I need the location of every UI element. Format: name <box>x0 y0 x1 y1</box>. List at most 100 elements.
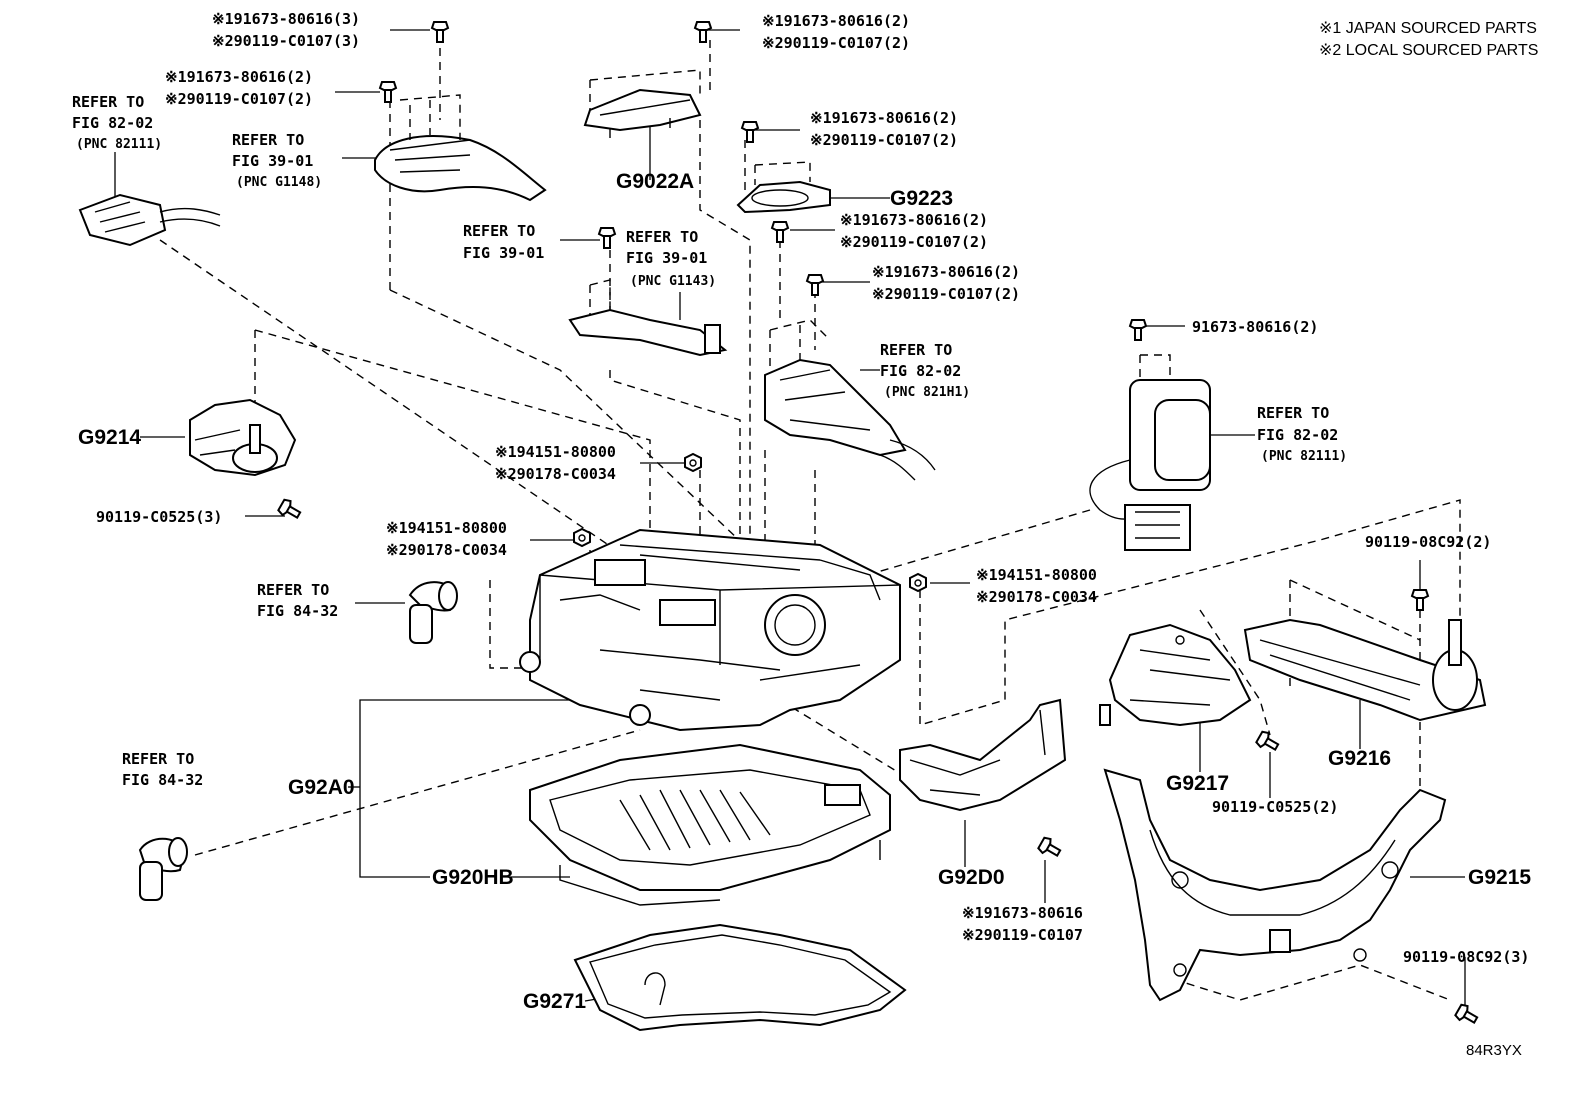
part-label-g9217: G9217 <box>1166 772 1229 795</box>
support-bar-g9216 <box>1243 618 1487 722</box>
gasket-g9271 <box>573 923 907 1032</box>
part-label-g9223: G9223 <box>890 187 953 210</box>
refer-to-figure: FIG 82-02 <box>880 362 961 380</box>
bolt-callout: ※290119-C0107(3) <box>212 32 360 50</box>
bracket-g9022a <box>583 69 702 138</box>
leader-lines <box>114 29 1466 1005</box>
bolt-callout: ※191673-80616(2) <box>810 109 958 127</box>
refer-to-figure: FIG 84-32 <box>257 602 338 620</box>
part-label-g92d0: G92D0 <box>938 866 1005 889</box>
plate-g9223 <box>736 161 831 214</box>
bolt-icon <box>1410 589 1430 611</box>
legend-local-sourced: ※2 LOCAL SOURCED PARTS <box>1319 42 1538 59</box>
inverter-assembly-g92a0 <box>519 528 901 732</box>
refer-to-pnc: (PNC G1148) <box>236 175 322 190</box>
bolt-icon <box>1255 730 1280 751</box>
bolt-callout: ※191673-80616(2) <box>872 263 1020 281</box>
reference-callouts: REFER TO FIG 82-02 (PNC 82111) REFER TO … <box>72 93 1347 789</box>
mount-g9217 <box>1099 623 1252 727</box>
refer-to-figure: FIG 82-02 <box>72 114 153 132</box>
bolt-callout: 90119-C0525(2) <box>1212 798 1338 816</box>
nut-callout: ※194151-80800 <box>386 519 507 537</box>
refer-to-figure: FIG 39-01 <box>232 152 313 170</box>
nut-icon <box>684 452 702 473</box>
bolt-callout: ※290119-C0107(2) <box>762 34 910 52</box>
bolt-icon <box>430 21 450 43</box>
bolt-callout: ※191673-80616 <box>962 904 1083 922</box>
part-label-g9214: G9214 <box>78 426 141 449</box>
bracket-g92d0 <box>899 698 1067 812</box>
nut-callout: ※290178-C0034 <box>976 588 1097 606</box>
bolt-icon <box>1128 319 1148 341</box>
bolt-icon <box>740 121 760 143</box>
bolt-icon <box>693 21 713 43</box>
bolt-icon <box>1454 1003 1479 1024</box>
nut-icon <box>909 572 927 593</box>
refer-to-label: REFER TO <box>1257 404 1329 422</box>
bracket-g1143 <box>568 279 728 357</box>
refer-to-pnc: (PNC 821H1) <box>884 385 970 400</box>
bolt-callout: ※191673-80616(2) <box>840 211 988 229</box>
bolt-callout: ※191673-80616(2) <box>165 68 313 86</box>
bolt-callout: ※191673-80616(2) <box>762 12 910 30</box>
refer-to-pnc: (PNC G1143) <box>630 274 716 289</box>
bolt-callout: ※290119-C0107 <box>962 926 1083 944</box>
bolt-callout: ※290119-C0107(2) <box>872 285 1020 303</box>
legend-japan-sourced: ※1 JAPAN SOURCED PARTS <box>1319 20 1537 37</box>
bolt-callout: ※191673-80616(3) <box>212 10 360 28</box>
bolt-icon <box>1037 836 1062 857</box>
nut-callout: ※194151-80800 <box>495 443 616 461</box>
part-label-g920hb: G920HB <box>432 866 514 889</box>
connector-82111-left <box>78 193 221 247</box>
bolt-icon <box>805 274 825 296</box>
refer-to-figure: FIG 84-32 <box>122 771 203 789</box>
bolt-callout: ※290119-C0107(2) <box>810 131 958 149</box>
part-label-g9271: G9271 <box>523 990 586 1013</box>
bolt-icon <box>597 227 617 249</box>
refer-to-label: REFER TO <box>257 581 329 599</box>
fasteners <box>277 21 1479 1024</box>
part-label-g9022a: G9022A <box>616 170 694 193</box>
case-g920hb <box>529 743 891 906</box>
refer-to-label: REFER TO <box>232 131 304 149</box>
harness-cover-821h1 <box>764 319 936 481</box>
nut-callout: ※194151-80800 <box>976 566 1097 584</box>
frame-g9215 <box>1103 768 1447 1002</box>
assembly-lines <box>159 40 1461 1001</box>
bolt-callout: ※290119-C0107(2) <box>840 233 988 251</box>
cable-bracket-g1148 <box>374 94 547 202</box>
refer-to-label: REFER TO <box>463 222 535 240</box>
bolt-callouts: ※191673-80616(3) ※290119-C0107(3) ※19167… <box>96 10 1529 966</box>
refer-to-pnc: (PNC 82111) <box>76 137 162 152</box>
part-label-g92a0: G92A0 <box>288 776 355 799</box>
part-number-labels: G9022A G9223 G9214 G92A0 G920HB G9271 G9… <box>78 170 1531 1013</box>
part-label-g9215: G9215 <box>1468 866 1531 889</box>
bolt-callout: 91673-80616(2) <box>1192 318 1318 336</box>
bolt-callout: 90119-C0525(3) <box>96 508 222 526</box>
refer-to-figure: FIG 82-02 <box>1257 426 1338 444</box>
connector-82111-right <box>1089 354 1211 551</box>
refer-to-label: REFER TO <box>122 750 194 768</box>
refer-to-figure: FIG 39-01 <box>463 244 544 262</box>
bolt-callout: 90119-08C92(2) <box>1365 533 1491 551</box>
bolt-icon <box>770 221 790 243</box>
drawing-code: 84R3YX <box>1466 1042 1522 1059</box>
nut-icon <box>573 527 591 548</box>
nut-callout: ※290178-C0034 <box>495 465 616 483</box>
legend: ※1 JAPAN SOURCED PARTS ※2 LOCAL SOURCED … <box>1319 20 1538 59</box>
bolt-callout: ※290119-C0107(2) <box>165 90 313 108</box>
bolt-callout: 90119-08C92(3) <box>1403 948 1529 966</box>
mount-g9214 <box>189 398 297 477</box>
nut-callout: ※290178-C0034 <box>386 541 507 559</box>
refer-to-pnc: (PNC 82111) <box>1261 449 1347 464</box>
refer-to-figure: FIG 39-01 <box>626 249 707 267</box>
hose-connector-upper <box>408 581 458 644</box>
refer-to-label: REFER TO <box>880 341 952 359</box>
bolt-icon <box>277 498 302 519</box>
hose-connector-lower <box>138 837 188 901</box>
refer-to-label: REFER TO <box>72 93 144 111</box>
bolt-icon <box>378 81 398 103</box>
refer-to-label: REFER TO <box>626 228 698 246</box>
part-label-g9216: G9216 <box>1328 747 1391 770</box>
